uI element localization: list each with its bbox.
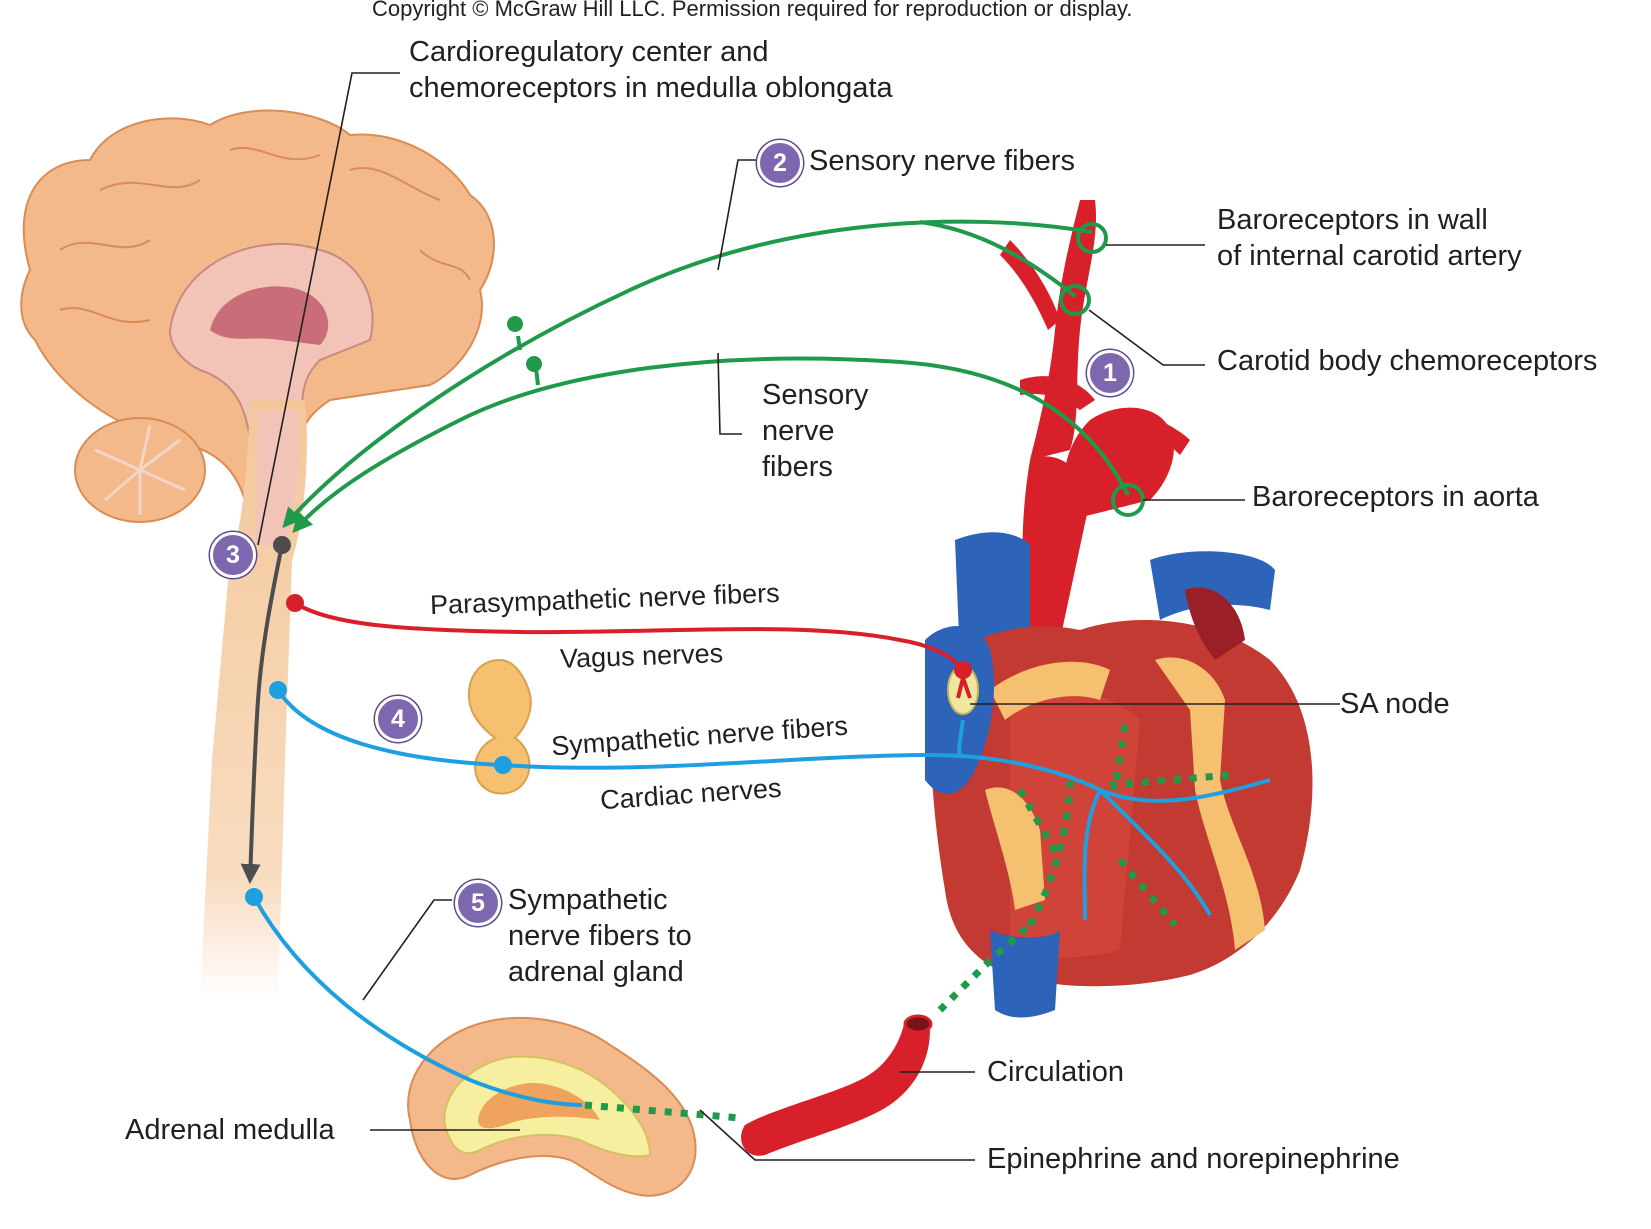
circulation-vessel xyxy=(741,1014,933,1156)
leader-lines xyxy=(257,72,1340,1161)
step-badge-1: 1 xyxy=(1087,350,1133,396)
label-vagus-nerves: Vagus nerves xyxy=(559,638,724,674)
label-baroreceptors-aorta: Baroreceptors in aorta xyxy=(1252,481,1539,513)
step-badge-5: 5 xyxy=(455,880,501,926)
label-carotid-body-chemoreceptors: Carotid body chemoreceptors xyxy=(1217,345,1598,377)
label-sa-node: SA node xyxy=(1340,688,1450,720)
label-adrenal-medulla: Adrenal medulla xyxy=(125,1114,335,1146)
adrenal-gland xyxy=(407,1016,697,1197)
sympathetic-adrenal-pathway xyxy=(245,888,583,1107)
sensory-branches xyxy=(507,316,542,386)
brain xyxy=(20,109,495,1000)
label-sensory-nerve-fibers-top: Sensory nerve fibers xyxy=(809,145,1075,177)
interneuron-pathway xyxy=(240,536,291,884)
sensory-pathway-carotid xyxy=(282,219,1093,528)
copyright-notice: Copyright © McGraw Hill LLC. Permission … xyxy=(372,0,1133,21)
label-baroreceptors-carotid: Baroreceptors in wall of internal caroti… xyxy=(1217,204,1522,272)
label-sympathetic-adrenal: Sympathetic nerve fibers to adrenal glan… xyxy=(508,884,692,988)
label-sensory-nerve-fibers-mid: Sensory nerve fibers xyxy=(762,379,869,483)
heart xyxy=(925,200,1313,1018)
step-badge-2: 2 xyxy=(757,140,803,186)
label-cardioregulatory-center: Cardioregulatory center and chemorecepto… xyxy=(409,36,893,104)
sensory-pathway-aorta xyxy=(292,356,1130,534)
sympathetic-ganglion xyxy=(467,658,532,795)
step-badge-3: 3 xyxy=(210,532,256,578)
step-badge-4: 4 xyxy=(375,696,421,742)
sympathetic-cardiac-pathway xyxy=(269,681,1271,921)
parasympathetic-pathway xyxy=(286,594,972,699)
label-circulation: Circulation xyxy=(987,1056,1124,1088)
label-epinephrine-norepinephrine: Epinephrine and norepinephrine xyxy=(987,1143,1400,1175)
hormone-path xyxy=(584,724,1231,1122)
